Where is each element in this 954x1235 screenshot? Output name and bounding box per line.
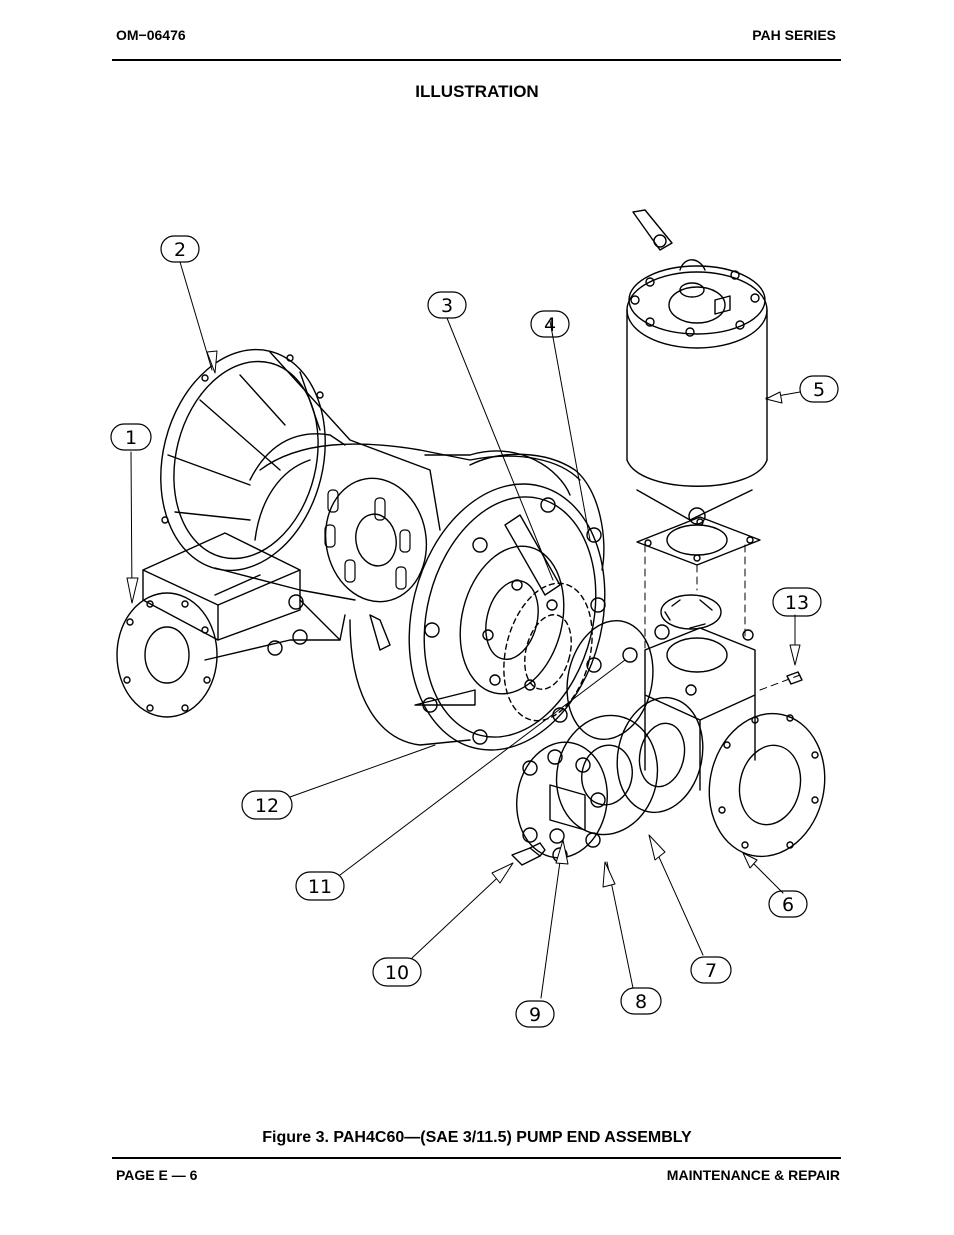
- callout-12: 12: [241, 790, 293, 820]
- discharge-tee-part: [616, 627, 826, 858]
- svg-text:13: 13: [785, 592, 809, 614]
- drive-bracket-part: [160, 348, 441, 601]
- cover-plate-part: [516, 741, 608, 863]
- svg-text:9: 9: [529, 1004, 541, 1026]
- series-title: PAH SERIES: [752, 27, 836, 43]
- section-title: ILLUSTRATION: [415, 82, 539, 101]
- svg-text:5: 5: [813, 379, 825, 401]
- callout-balloons: 1 2 3 4 5 6 7 8: [110, 235, 839, 1028]
- callout-4: 4: [530, 310, 570, 338]
- svg-text:6: 6: [782, 894, 794, 916]
- valve-gasket-part: [636, 516, 761, 630]
- figure-caption: Figure 3. PAH4C60—(SAE 3/11.5) PUMP END …: [262, 1129, 692, 1146]
- pipe-plug-part: [786, 671, 803, 685]
- svg-text:2: 2: [174, 239, 186, 261]
- adapter-body: [259, 443, 581, 641]
- footer-rule: [112, 1157, 841, 1159]
- callout-13: 13: [772, 587, 822, 617]
- air-release-valve-part: [626, 209, 768, 525]
- callout-7: 7: [690, 956, 732, 984]
- callout-6: 6: [768, 890, 808, 918]
- callout-2: 2: [160, 235, 200, 263]
- svg-text:12: 12: [255, 795, 279, 817]
- casing-gasket-part: [503, 582, 593, 722]
- page-number: PAGE E — 6: [116, 1167, 198, 1183]
- pump-casing-part: [349, 453, 606, 751]
- svg-text:11: 11: [308, 876, 332, 898]
- svg-text:3: 3: [441, 295, 453, 317]
- callout-3: 3: [427, 291, 467, 319]
- svg-text:7: 7: [705, 960, 717, 982]
- callout-5: 5: [799, 375, 839, 403]
- svg-text:1: 1: [125, 427, 137, 449]
- document-number: OM−06476: [116, 27, 186, 43]
- callout-11: 11: [295, 871, 345, 901]
- callout-1: 1: [110, 423, 152, 451]
- section-name: MAINTENANCE & REPAIR: [666, 1167, 840, 1183]
- svg-text:4: 4: [544, 314, 556, 336]
- callout-10: 10: [372, 957, 422, 987]
- assembly-lines: [644, 544, 801, 691]
- header-rule: [112, 59, 841, 61]
- svg-text:10: 10: [385, 962, 409, 984]
- leader-lines: [126, 261, 801, 999]
- callout-9: 9: [515, 1000, 555, 1028]
- svg-text:8: 8: [635, 991, 647, 1013]
- fitting-part: [511, 828, 565, 866]
- suction-flange-part: [116, 532, 341, 718]
- callout-8: 8: [620, 987, 662, 1015]
